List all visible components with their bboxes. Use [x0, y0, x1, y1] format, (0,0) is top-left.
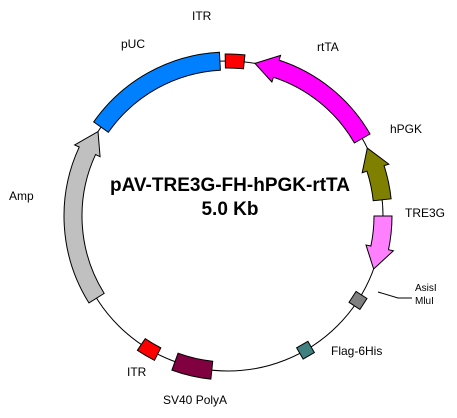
- hpgk-feature: [361, 147, 392, 202]
- sv40-label: SV40 PolyA: [163, 393, 227, 407]
- mlui-label: MluI: [415, 296, 434, 307]
- plasmid-name: pAV-TRE3G-FH-hPGK-rtTA: [110, 175, 350, 196]
- flag-label: Flag-6His: [331, 344, 382, 358]
- puc-feature: [92, 51, 221, 133]
- rtta-feature: [254, 54, 371, 144]
- hpgk-label: hPGK: [390, 122, 422, 136]
- tre3g-label: TRE3G: [405, 206, 445, 220]
- itr-bottom-label: ITR: [127, 365, 147, 379]
- flag-6his-feature: [295, 340, 316, 360]
- asisi-mlui-site: [348, 290, 368, 311]
- sv40-polya-feature: [171, 352, 214, 380]
- plasmid-size: 5.0 Kb: [201, 199, 258, 220]
- amp-feature: [63, 130, 105, 304]
- amp-label: Amp: [9, 189, 34, 203]
- rtta-label: rtTA: [317, 40, 339, 54]
- tre3g-feature: [365, 215, 395, 270]
- itr-top-feature: [224, 53, 246, 70]
- puc-label: pUC: [121, 37, 145, 51]
- itr-bottom-feature: [136, 338, 162, 362]
- itr-top-label: ITR: [192, 9, 212, 23]
- asisi-leader-line: [377, 291, 412, 299]
- asisi-label: AsisI: [415, 283, 437, 294]
- feature-layer: [63, 51, 395, 380]
